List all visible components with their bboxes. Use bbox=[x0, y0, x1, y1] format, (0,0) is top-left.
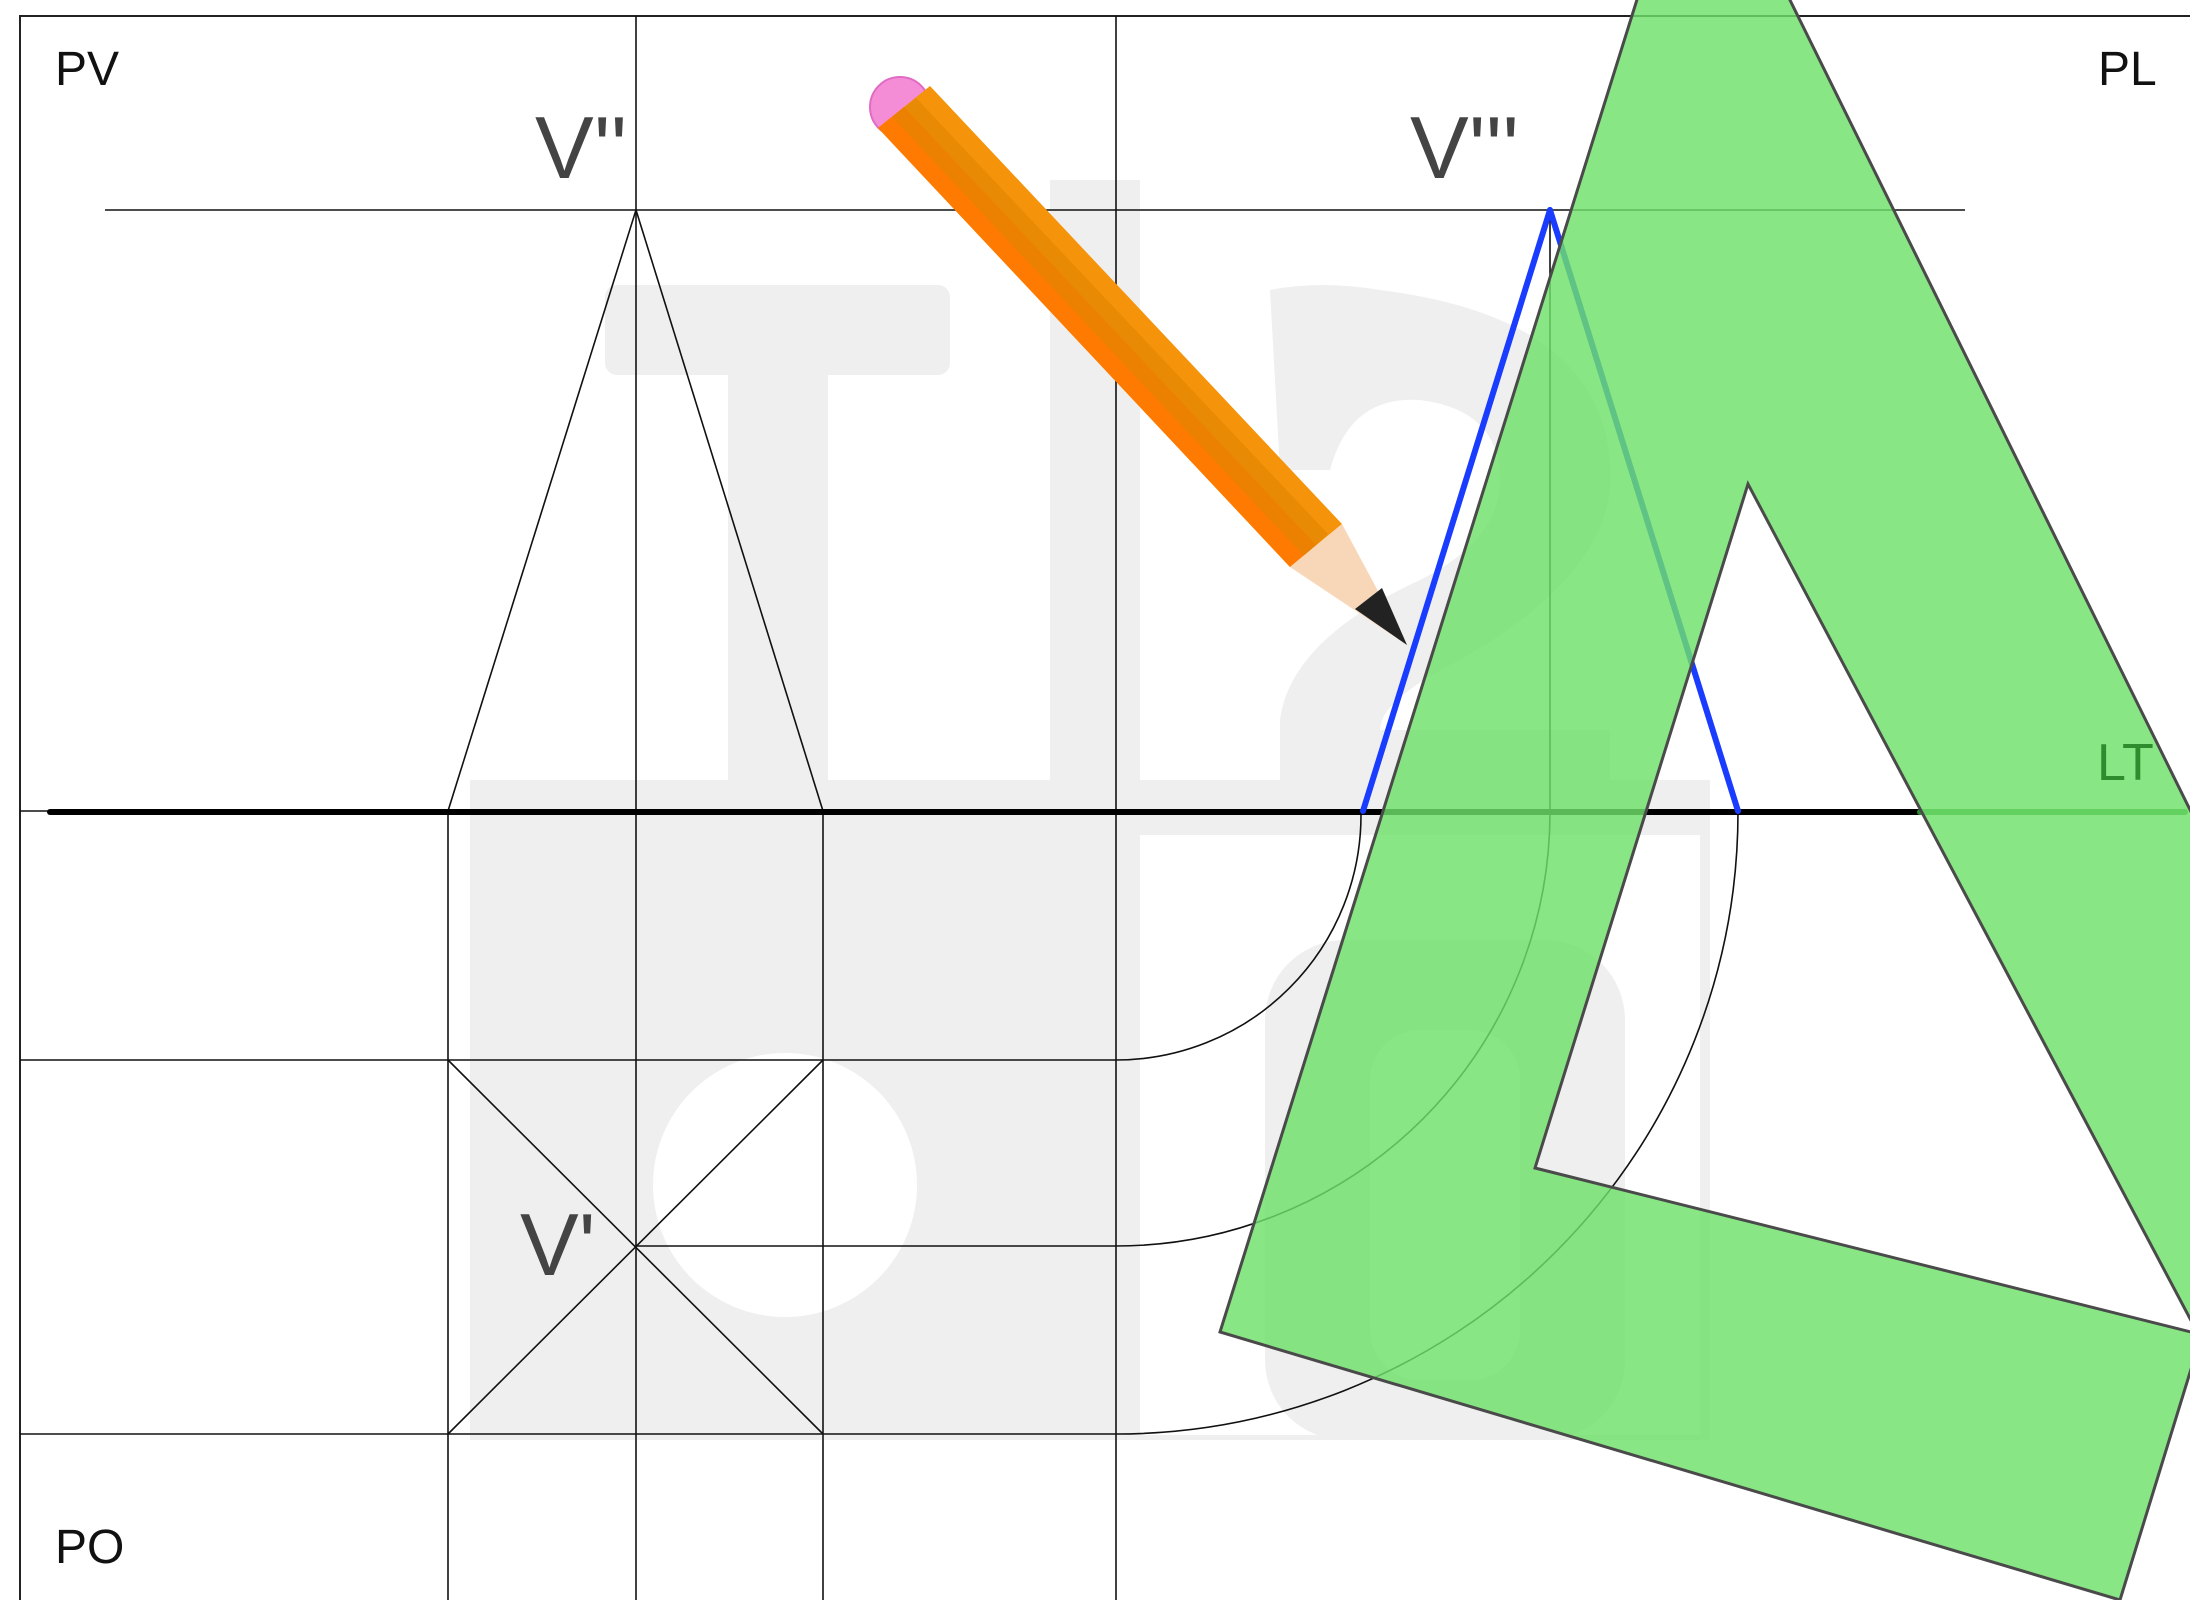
transfer-arc-front bbox=[1115, 814, 1362, 1061]
set-square-icon[interactable] bbox=[1218, 0, 2190, 1602]
ground-line-label: LT bbox=[2097, 734, 2154, 792]
plane-label-pl: PL bbox=[2098, 43, 2157, 96]
plane-label-pv: PV bbox=[55, 43, 119, 96]
side-view-edge-left bbox=[1360, 207, 1553, 814]
pencil-lead bbox=[1355, 588, 1407, 645]
watermark-t-stem bbox=[728, 285, 828, 785]
plan-diagonal-2 bbox=[447, 1059, 824, 1435]
vertex-label-side: V''' bbox=[1410, 98, 1519, 197]
pencil-body-stripe bbox=[892, 98, 1328, 556]
vertex-label-top: V' bbox=[520, 1195, 596, 1294]
front-view-edge-right bbox=[635, 209, 824, 812]
vertex-label-front: V'' bbox=[535, 98, 627, 197]
front-view-edge-left bbox=[447, 209, 637, 812]
watermark-circle-hole bbox=[653, 1053, 917, 1317]
pencil-icon[interactable] bbox=[869, 76, 1407, 645]
plane-label-po: PO bbox=[55, 1521, 124, 1574]
